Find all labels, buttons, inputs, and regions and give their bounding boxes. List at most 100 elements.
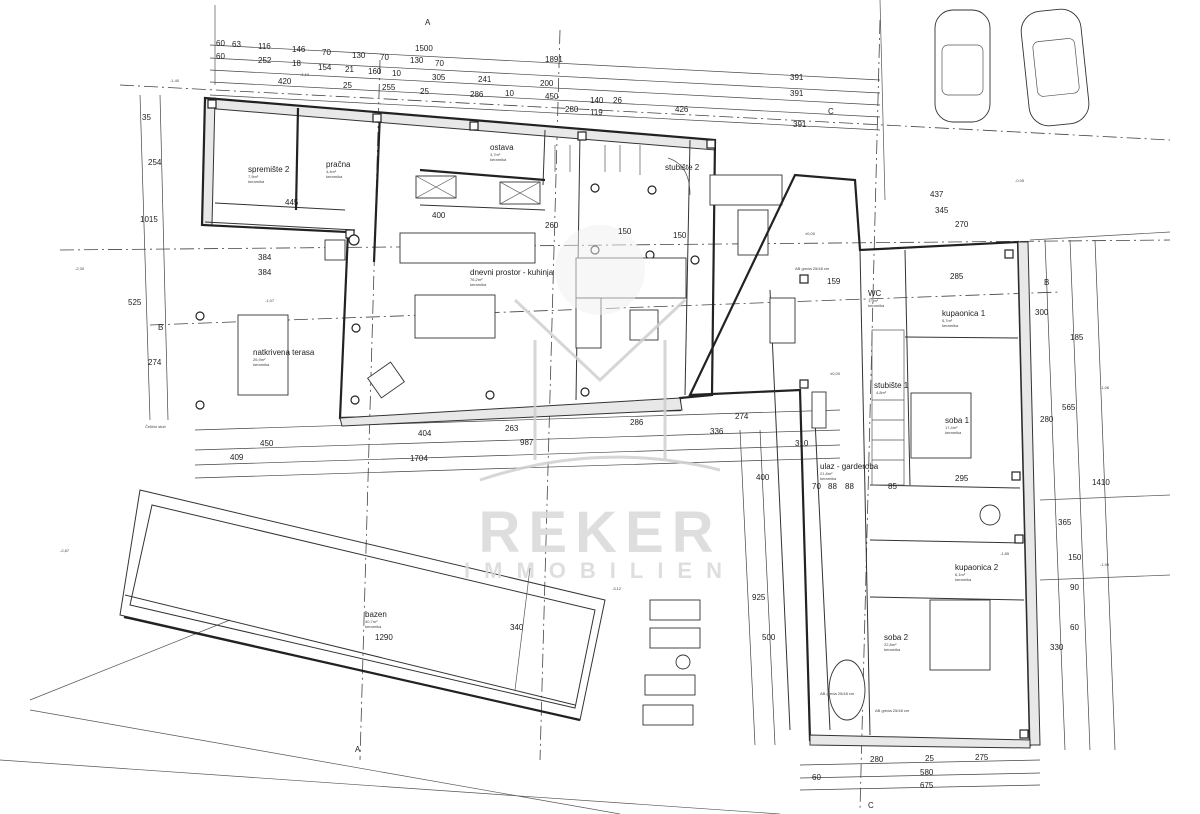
svg-text:130: 130 — [410, 56, 424, 65]
svg-text:500: 500 — [762, 633, 776, 642]
svg-text:4,4m²: 4,4m² — [326, 169, 337, 174]
svg-text:260: 260 — [545, 221, 559, 230]
svg-text:B: B — [158, 323, 163, 332]
svg-text:-1,10: -1,10 — [300, 72, 310, 77]
svg-text:285: 285 — [950, 272, 964, 281]
svg-text:keramika: keramika — [955, 577, 972, 582]
svg-text:437: 437 — [930, 190, 944, 199]
svg-text:Čelični stub: Čelični stub — [145, 424, 166, 429]
svg-text:C: C — [828, 107, 834, 116]
svg-text:-1,07: -1,07 — [265, 298, 275, 303]
svg-text:17,4m²: 17,4m² — [945, 425, 958, 430]
parked-cars — [934, 8, 1090, 127]
svg-text:1015: 1015 — [140, 215, 158, 224]
svg-text:150: 150 — [1068, 553, 1082, 562]
svg-text:146: 146 — [292, 45, 306, 54]
svg-text:391: 391 — [790, 89, 804, 98]
svg-text:525: 525 — [128, 298, 142, 307]
svg-text:274: 274 — [148, 358, 162, 367]
svg-text:330: 330 — [1050, 643, 1064, 652]
svg-text:70: 70 — [380, 53, 389, 62]
svg-text:keramika: keramika — [868, 303, 885, 308]
building-right-wing — [688, 173, 1041, 749]
svg-text:987: 987 — [520, 438, 534, 447]
svg-text:345: 345 — [935, 206, 949, 215]
svg-text:154: 154 — [318, 63, 332, 72]
svg-text:450: 450 — [260, 439, 274, 448]
svg-text:-2,30: -2,30 — [75, 266, 85, 271]
svg-text:70: 70 — [435, 59, 444, 68]
svg-text:kupaonica 1: kupaonica 1 — [942, 309, 986, 318]
svg-text:soba 1: soba 1 — [945, 416, 970, 425]
svg-text:280: 280 — [870, 755, 884, 764]
svg-text:A: A — [425, 18, 431, 27]
svg-text:-1,06: -1,06 — [1100, 385, 1110, 390]
svg-text:1891: 1891 — [545, 55, 563, 64]
svg-text:88: 88 — [845, 482, 854, 491]
svg-text:-2,87: -2,87 — [60, 548, 70, 553]
svg-text:ostava: ostava — [490, 143, 514, 152]
svg-text:450: 450 — [545, 92, 559, 101]
svg-text:keramika: keramika — [326, 174, 343, 179]
svg-text:keramika: keramika — [942, 323, 959, 328]
svg-text:7,5m²: 7,5m² — [248, 174, 259, 179]
svg-text:274: 274 — [735, 412, 749, 421]
svg-text:565: 565 — [1062, 403, 1076, 412]
room-label: stubište 14,8m² — [874, 381, 909, 395]
sun-loungers — [642, 599, 701, 726]
svg-text:4,8m²: 4,8m² — [876, 390, 887, 395]
svg-text:60: 60 — [216, 52, 225, 61]
svg-text:keramika: keramika — [490, 157, 507, 162]
svg-text:63: 63 — [232, 40, 241, 49]
watermark-logo: REKER IMMOBILIEN — [464, 225, 722, 583]
svg-text:-1,40: -1,40 — [170, 78, 180, 83]
svg-text:580: 580 — [920, 768, 934, 777]
svg-text:675: 675 — [920, 781, 934, 790]
svg-text:160: 160 — [368, 67, 382, 76]
svg-text:5,7m²: 5,7m² — [942, 318, 953, 323]
svg-text:76,2m²: 76,2m² — [470, 277, 483, 282]
svg-text:keramika: keramika — [945, 430, 962, 435]
svg-text:40,7m²: 40,7m² — [365, 619, 378, 624]
svg-text:150: 150 — [618, 227, 632, 236]
staircase-1 — [871, 329, 905, 486]
svg-text:310: 310 — [795, 439, 809, 448]
svg-text:21,8m²: 21,8m² — [820, 471, 833, 476]
svg-text:384: 384 — [258, 253, 272, 262]
svg-text:150: 150 — [673, 231, 687, 240]
svg-text:keramika: keramika — [884, 647, 901, 652]
section-markers: A A B B C C — [158, 18, 1049, 810]
svg-text:252: 252 — [258, 56, 272, 65]
svg-text:270: 270 — [955, 220, 969, 229]
svg-text:keramika: keramika — [470, 282, 487, 287]
svg-text:130: 130 — [352, 51, 366, 60]
svg-text:22,8m²: 22,8m² — [884, 642, 897, 647]
svg-text:18: 18 — [292, 59, 301, 68]
svg-text:keramika: keramika — [820, 476, 837, 481]
svg-text:26: 26 — [613, 96, 622, 105]
svg-text:295: 295 — [955, 474, 969, 483]
svg-text:1410: 1410 — [1092, 478, 1110, 487]
svg-text:AB greda 25/48 cm: AB greda 25/48 cm — [820, 691, 855, 696]
svg-text:21: 21 — [345, 65, 354, 74]
svg-text:-1,85: -1,85 — [1000, 551, 1010, 556]
level-marks: -1,40 -1,10 -0,05 ±0,00 -1,07 -2,30 -1,0… — [60, 72, 1110, 713]
svg-text:stubište 1: stubište 1 — [874, 381, 909, 390]
svg-text:254: 254 — [148, 158, 162, 167]
svg-text:ulaz - garderoba: ulaz - garderoba — [820, 462, 879, 471]
svg-text:natkrivena terasa: natkrivena terasa — [253, 348, 315, 357]
svg-text:1,9m²: 1,9m² — [868, 298, 879, 303]
svg-text:925: 925 — [752, 593, 766, 602]
svg-text:C: C — [868, 801, 874, 810]
svg-text:WC: WC — [868, 289, 882, 298]
svg-text:391: 391 — [793, 120, 807, 129]
svg-text:-3,12: -3,12 — [612, 586, 622, 591]
cabinet-units — [415, 175, 541, 205]
svg-text:426: 426 — [675, 105, 689, 114]
svg-text:275: 275 — [975, 753, 989, 762]
